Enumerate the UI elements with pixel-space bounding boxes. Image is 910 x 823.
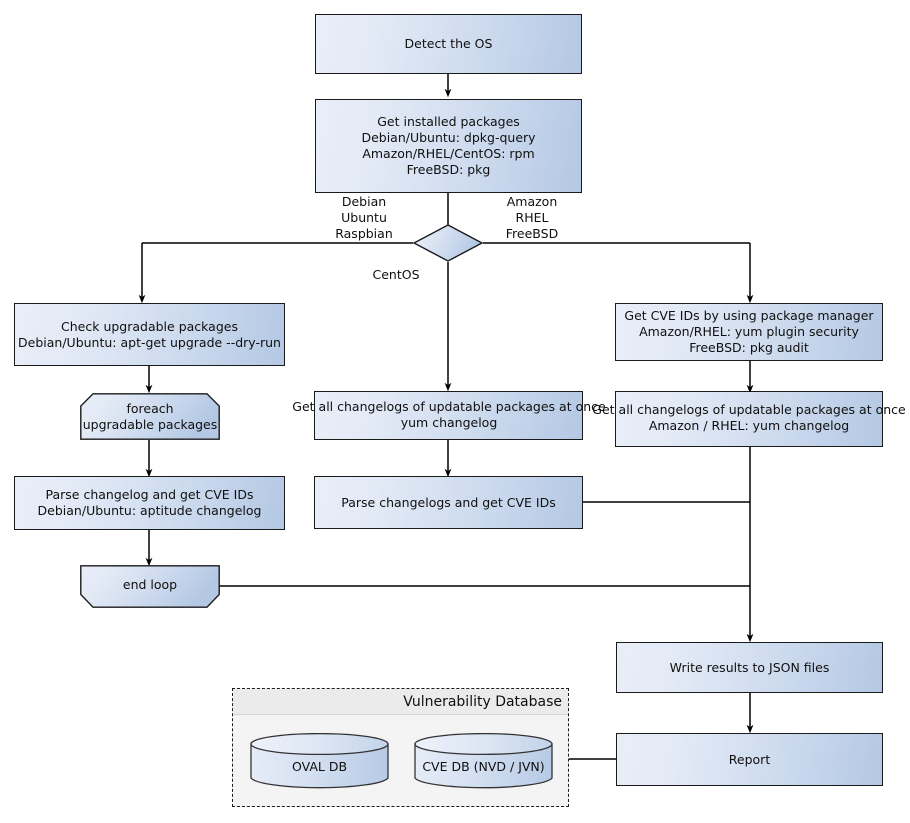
branch-label-left: Debian Ubuntu Raspbian bbox=[318, 194, 410, 242]
node-get-installed-line3: Amazon/RHEL/CentOS: rpm bbox=[362, 146, 535, 161]
node-write-json[interactable]: Write results to JSON files bbox=[616, 642, 883, 693]
node-write-json-label: Write results to JSON files bbox=[669, 659, 830, 675]
database-cylinder-cve[interactable]: CVE DB (NVD / JVN) bbox=[414, 733, 553, 789]
node-parse-changelog-debian-line2: Debian/Ubuntu: aptitude changelog bbox=[37, 503, 262, 518]
branch-label-left-line3: Raspbian bbox=[335, 226, 393, 241]
branch-label-left-line1: Debian bbox=[341, 194, 387, 209]
node-get-installed-packages[interactable]: Get installed packages Debian/Ubuntu: dp… bbox=[315, 99, 582, 193]
node-centos-changelogs[interactable] bbox=[314, 391, 583, 440]
vulnerability-database-group: Vulnerability Database OVAL DB CVE DB (N… bbox=[232, 688, 569, 807]
node-get-cve-pkgmgr-line3: FreeBSD: pkg audit bbox=[689, 340, 809, 355]
node-parse-changelog-debian[interactable]: Parse changelog and get CVE IDs Debian/U… bbox=[14, 476, 285, 530]
node-centos-changelogs-line1: Get all changelogs of updatable packages… bbox=[292, 399, 606, 414]
node-rhel-changelogs-line1: Get all changelogs of updatable packages… bbox=[592, 402, 906, 417]
node-get-installed-line4: FreeBSD: pkg bbox=[406, 162, 491, 177]
node-os-decision[interactable] bbox=[413, 224, 483, 262]
node-detect-os[interactable]: Detect the OS bbox=[315, 14, 582, 74]
node-get-cve-pkgmgr[interactable]: Get CVE IDs by using package manager Ama… bbox=[615, 303, 883, 361]
branch-label-down-line1: CentOS bbox=[372, 267, 420, 282]
vulnerability-database-title: Vulnerability Database bbox=[403, 693, 562, 710]
node-end-loop[interactable]: end loop bbox=[80, 565, 220, 608]
node-get-installed-line1: Get installed packages bbox=[377, 114, 520, 129]
node-foreach-line2: upgradable packages bbox=[82, 416, 218, 432]
node-get-cve-pkgmgr-line1: Get CVE IDs by using package manager bbox=[624, 308, 874, 323]
node-foreach-line1: foreach bbox=[126, 400, 174, 416]
branch-label-left-line2: Ubuntu bbox=[341, 210, 387, 225]
branch-label-right-line1: Amazon bbox=[506, 194, 558, 209]
branch-label-right: Amazon RHEL FreeBSD bbox=[486, 194, 578, 242]
node-check-upgradable-line1: Check upgradable packages bbox=[61, 318, 238, 334]
node-get-cve-pkgmgr-line2: Amazon/RHEL: yum plugin security bbox=[639, 324, 859, 339]
node-rhel-changelogs-line2: Amazon / RHEL: yum changelog bbox=[648, 418, 850, 433]
branch-label-right-line3: FreeBSD bbox=[505, 226, 559, 241]
node-get-installed-line2: Debian/Ubuntu: dpkg-query bbox=[361, 130, 536, 145]
node-parse-changelog-debian-line1: Parse changelog and get CVE IDs bbox=[45, 487, 254, 502]
node-rhel-changelogs[interactable] bbox=[615, 391, 883, 447]
node-foreach-loop-start[interactable]: foreach upgradable packages bbox=[80, 393, 220, 440]
database-cylinder-cve-label: CVE DB (NVD / JVN) bbox=[422, 759, 545, 774]
node-parse-changelogs-centos[interactable]: Parse changelogs and get CVE IDs bbox=[314, 476, 583, 529]
vulnerability-database-title-bar: Vulnerability Database bbox=[233, 689, 568, 715]
node-parse-changelogs-centos-label: Parse changelogs and get CVE IDs bbox=[341, 494, 556, 510]
node-rhel-changelogs-text: Get all changelogs of updatable packages… bbox=[589, 402, 909, 434]
node-centos-changelogs-line2: yum changelog bbox=[400, 415, 498, 430]
branch-label-down: CentOS bbox=[356, 267, 436, 283]
branch-label-right-line2: RHEL bbox=[515, 210, 549, 225]
node-check-upgradable[interactable]: Check upgradable packages Debian/Ubuntu:… bbox=[14, 303, 285, 366]
node-end-loop-label: end loop bbox=[122, 576, 178, 592]
node-detect-os-label: Detect the OS bbox=[404, 36, 493, 51]
database-cylinder-oval-label: OVAL DB bbox=[291, 759, 348, 774]
node-centos-changelogs-text: Get all changelogs of updatable packages… bbox=[289, 399, 609, 431]
database-cylinder-oval[interactable]: OVAL DB bbox=[250, 733, 389, 789]
node-report[interactable]: Report bbox=[616, 733, 883, 786]
node-report-label: Report bbox=[728, 751, 771, 767]
node-check-upgradable-line2: Debian/Ubuntu: apt-get upgrade --dry-run bbox=[18, 334, 281, 350]
